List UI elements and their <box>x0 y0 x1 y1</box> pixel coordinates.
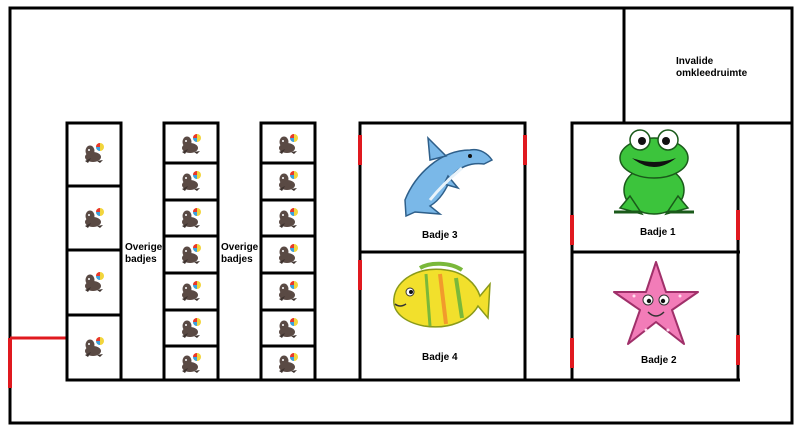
seal-with-ball-icon <box>182 281 201 301</box>
seal-icons-column-2 <box>182 134 201 373</box>
dolphin-icon <box>404 136 494 218</box>
seal-with-ball-icon <box>182 244 201 264</box>
cabins-1-2-walls <box>570 121 740 382</box>
seal-with-ball-icon <box>279 208 298 228</box>
seal-with-ball-icon <box>182 134 201 154</box>
seal-with-ball-icon <box>279 318 298 338</box>
seal-icons-column-3 <box>279 134 298 373</box>
seal-with-ball-icon <box>279 134 298 154</box>
cabins-1-2-doors <box>570 210 740 368</box>
seal-with-ball-icon <box>182 318 201 338</box>
seal-with-ball-icon <box>182 171 201 191</box>
seal-with-ball-icon <box>85 208 104 228</box>
tropical-fish-icon <box>393 261 491 328</box>
seal-with-ball-icon <box>279 244 298 264</box>
other-cabins-label-left: Overige badjes <box>125 242 163 265</box>
seal-with-ball-icon <box>182 353 201 373</box>
cabin-1-label: Badje 1 <box>640 227 676 238</box>
seal-with-ball-icon <box>279 353 298 373</box>
starfish-icon <box>613 261 699 345</box>
cabin-4-label: Badje 4 <box>422 352 458 363</box>
cabin-2-label: Badje 2 <box>641 355 677 366</box>
cabins-3-4-walls <box>358 121 527 382</box>
frog-icon <box>614 129 694 216</box>
seal-with-ball-icon <box>279 171 298 191</box>
disabled-changing-room-label: Invalide omkleedruimte <box>676 56 748 79</box>
cabin-3-label: Badje 3 <box>422 230 458 241</box>
outer-walls <box>8 6 794 425</box>
seal-with-ball-icon <box>182 208 201 228</box>
seal-with-ball-icon <box>85 143 104 163</box>
seal-with-ball-icon <box>279 281 298 301</box>
seal-with-ball-icon <box>85 272 104 292</box>
seal-with-ball-icon <box>85 337 104 357</box>
other-cabins-label-right: Overige badjes <box>221 242 259 265</box>
cabins-3-4-doors <box>358 135 527 290</box>
